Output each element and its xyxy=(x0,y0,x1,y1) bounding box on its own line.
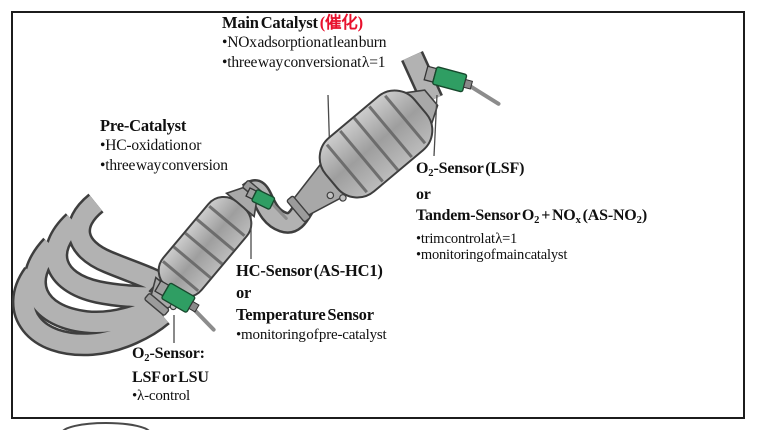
front-o2-sensor-line2: LSF or LSU xyxy=(132,368,209,386)
bottom-arc-decoration xyxy=(62,422,150,430)
label-text-part: 2 xyxy=(428,167,434,179)
figure-frame xyxy=(11,11,745,419)
label-main-catalyst: Main Catalyst (催化) •NOx adsorption at le… xyxy=(222,12,387,73)
label-rear-o2-sensor: O2-Sensor (LSF) or Tandem-Sensor O2 + NO… xyxy=(416,158,647,264)
rear-o2-sensor-leader-line xyxy=(433,94,438,157)
rear-o2-sensor-line2: or xyxy=(416,185,431,203)
label-text-part: + NO xyxy=(539,206,576,224)
label-front-o2-sensor: O2-Sensor: LSF or LSU •λ-control xyxy=(132,344,209,405)
main-catalyst-title: Main Catalyst (催化) xyxy=(222,12,386,33)
label-text-part: (催化) xyxy=(319,13,363,32)
label-text-part: O xyxy=(132,345,145,362)
front-o2-sensor-bullets: •λ-control xyxy=(132,387,209,405)
rear-o2-sensor-graphic xyxy=(423,65,501,106)
label-text-part: (AS-NO xyxy=(580,206,637,224)
label-text-part: Main Catalyst xyxy=(222,13,320,32)
main-catalyst-bullets: •NOx adsorption at lean burn •three way c… xyxy=(222,33,387,73)
bullet-line: •monitoring of main catalyst xyxy=(416,247,568,264)
label-text-part: -Sensor (LSF) xyxy=(433,160,525,177)
pre-catalyst-bullets: •HC-oxidation or •three way conversion xyxy=(100,136,228,176)
hc-sensor-graphic xyxy=(245,187,288,220)
bullet-line: •NOx adsorption at lean burn xyxy=(222,34,387,51)
label-text-part: Tandem-Sensor O xyxy=(416,206,535,224)
label-text-part: 2 xyxy=(636,214,642,226)
bullet-line: •trim control at λ=1 xyxy=(416,230,518,247)
hc-sensor-bullets: •monitoring of pre-catalyst xyxy=(236,326,387,345)
rear-o2-sensor-line3: Tandem-Sensor O2 + NOx (AS-NO2) xyxy=(416,205,647,231)
label-text-part: -Sensor: xyxy=(149,345,205,362)
label-text-part: 2 xyxy=(534,214,540,226)
rear-o2-sensor-bullets: •trim control at λ=1•monitoring of main … xyxy=(416,231,647,264)
bullet-line: •monitoring of pre-catalyst xyxy=(236,327,387,343)
label-hc-sensor: HC-Sensor (AS-HC1) or Temperature Sensor… xyxy=(236,260,387,345)
label-text-part: 2 xyxy=(144,352,150,364)
label-text-part: x xyxy=(575,214,581,226)
label-text-part: Pre-Catalyst xyxy=(100,116,187,135)
hc-sensor-line1: HC-Sensor (AS-HC1) xyxy=(236,261,383,280)
label-text-part: O xyxy=(416,160,429,177)
front-o2-sensor-graphic xyxy=(154,279,216,332)
hc-sensor-line3: Temperature Sensor xyxy=(236,305,374,324)
front-o2-sensor-line1: O2-Sensor: xyxy=(132,344,209,368)
hc-sensor-line2: or xyxy=(236,283,252,302)
label-pre-catalyst: Pre-Catalyst •HC-oxidation or •three way … xyxy=(100,115,228,176)
tailpipe-graphic xyxy=(401,51,443,105)
bullet-line: •λ-control xyxy=(132,387,191,404)
bullet-line: •three way conversion xyxy=(100,157,228,174)
bullet-line: •three way conversion at λ=1 xyxy=(222,54,386,71)
main-catalyst-graphic xyxy=(286,89,439,223)
bullet-line: •HC-oxidation or xyxy=(100,137,202,154)
label-text-part: ) xyxy=(641,206,647,224)
pre-catalyst-title: Pre-Catalyst xyxy=(100,115,228,136)
rear-o2-sensor-line1: O2-Sensor (LSF) xyxy=(416,158,647,184)
